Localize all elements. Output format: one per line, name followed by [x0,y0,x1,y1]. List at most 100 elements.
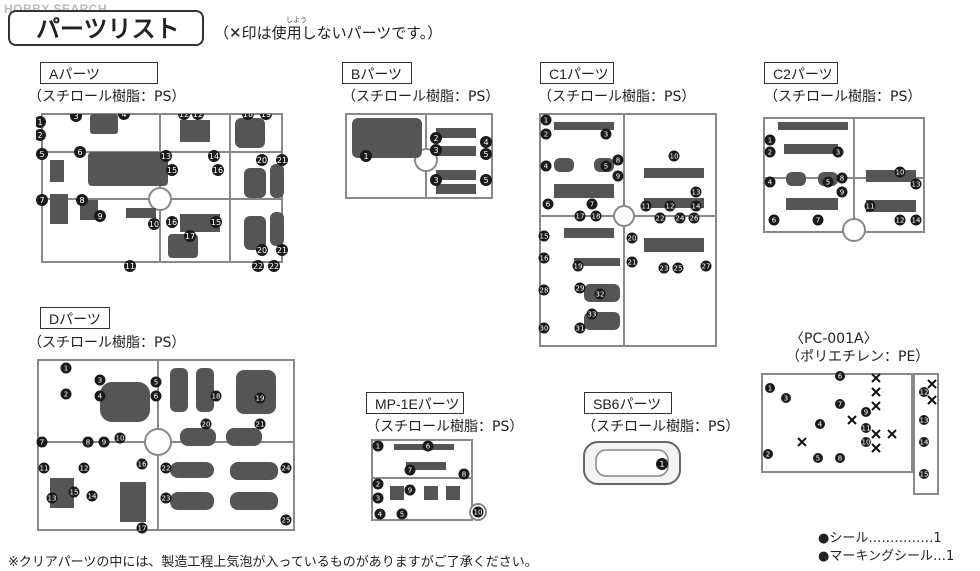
marker-b-2-label: 2 [433,134,438,143]
marker-b-5: 5 [480,148,492,160]
marker-c2-12-label: 12 [896,217,905,225]
marker-a-12-label: 12 [179,114,189,119]
marker-c2-10-label: 10 [896,169,905,177]
marker-mp-6: 6 [422,440,434,452]
marker-b-5-label: 5 [483,150,488,159]
marker-pc-15: 15 [919,469,929,479]
marker-mp-7-label: 7 [408,467,412,475]
marker-c1-21-label: 21 [628,259,637,267]
marker-c1-4: 4 [540,160,552,172]
marker-pc-7: 7 [835,399,845,409]
marker-mp-10: 10 [472,506,484,518]
marker-c2-4-label: 4 [768,179,773,187]
marker-d-4-label: 4 [98,393,103,401]
marker-c1-20-label: 20 [628,235,637,243]
marker-c1-9: 9 [612,170,624,182]
marker-pc-12-label: 12 [920,389,929,397]
marker-c1-25-label: 25 [674,265,683,273]
runner-c1: 1 2 3 4 5 6 7 8 9 10 11 12 13 14 15 16 1… [538,113,717,347]
marker-pc-5-label: 5 [816,455,820,463]
marker-a-6-label: 6 [77,148,82,157]
marker-a-5: 5 [36,148,48,160]
marker-c2-5: 5 [822,176,834,188]
unused-cross-marks [797,373,937,453]
marker-c1-16-label: 16 [540,255,549,263]
marker-c2-8: 8 [836,172,848,184]
material-b: （スチロール樹脂：PS） [342,89,500,105]
marker-d-17-label: 17 [138,525,147,533]
marker-c2-3-label: 3 [836,149,840,157]
marker-d-9-label: 9 [102,439,106,447]
marker-c2-5-label: 5 [826,179,830,187]
marker-c2-9-label: 9 [840,189,844,197]
marker-d-20: 20 [200,418,212,430]
marker-a-20b: 20 [256,244,268,256]
marker-c1-24-label: 24 [676,215,685,223]
marker-c1-21: 21 [626,256,638,268]
material-c2: （スチロール樹脂：PS） [764,89,922,105]
marker-c2-6: 6 [768,214,780,226]
marker-c1-12: 12 [664,200,676,212]
marker-c1-5: 5 [600,160,612,172]
marker-d-2-label: 2 [64,391,68,399]
marker-c2-12: 12 [894,214,906,226]
marker-mp-8: 8 [458,468,470,480]
marker-mp-2: 2 [372,478,384,490]
marker-c2-7-label: 7 [816,217,820,225]
marker-d-5: 5 [150,376,162,388]
marker-a-6: 6 [74,146,86,158]
marker-c1-24: 24 [674,212,686,224]
marker-mp-9: 9 [404,484,416,496]
runner-c2: 1 2 3 4 5 6 7 8 9 10 11 12 13 14 [763,117,925,242]
marker-d-13: 13 [46,492,58,504]
marker-a-18: 18 [242,108,254,120]
marker-c1-25: 25 [672,262,684,274]
marker-c1-2: 2 [540,128,552,140]
marker-b-3b-label: 3 [433,176,438,185]
marker-a-4-label: 4 [121,114,126,119]
marker-a-15b: 15 [210,216,222,228]
marker-c2-2: 2 [764,146,776,158]
marker-d-21-label: 21 [256,421,265,429]
marker-c1-30: 30 [538,322,550,334]
marker-d-22: 22 [160,462,172,474]
marker-a-1: 1 [34,116,46,128]
label-c2-parts: C2パーツ [764,62,838,84]
marker-mp-3-label: 3 [376,495,380,503]
marker-c1-20: 20 [626,232,638,244]
marker-a-21b: 21 [276,244,288,256]
marker-b-3b: 3 [430,174,442,186]
marker-c2-2-label: 2 [768,149,772,157]
marker-a-9-label: 9 [97,212,102,221]
marker-a-16-label: 16 [213,166,223,175]
marker-a-10-label: 10 [149,220,159,229]
marker-pc-12: 12 [919,387,929,397]
marker-c1-3-label: 3 [604,131,608,139]
marker-c1-15-label: 15 [540,233,549,241]
marker-c1-7-label: 7 [590,201,594,209]
marker-pc-14-label: 14 [920,439,929,447]
marker-d-15-label: 15 [70,489,79,497]
marker-c2-1: 1 [764,134,776,146]
marker-b-1: 1 [360,150,372,162]
marker-c1-10-label: 10 [670,153,679,161]
marker-a-12: 12 [178,108,190,120]
marker-pc-10: 10 [861,437,871,447]
legend-seal: ●シール……………1 [818,531,942,546]
marker-d-13-label: 13 [48,495,57,503]
marker-d-18: 18 [210,390,222,402]
marker-mp-1-label: 1 [376,443,380,451]
marker-b-1-label: 1 [363,152,368,161]
marker-a-12b-label: 12 [193,114,203,119]
marker-d-6-label: 6 [154,393,159,401]
marker-c2-13-label: 13 [912,181,921,189]
marker-a-3-label: 3 [73,114,78,121]
marker-pc-14: 14 [919,437,929,447]
marker-pc-9: 9 [861,407,871,417]
marker-mp-5-label: 5 [400,511,404,519]
marker-c2-11-label: 11 [866,203,875,211]
marker-pc-6: 6 [835,371,845,381]
marker-d-25-label: 25 [282,517,291,525]
marker-c1-13-label: 13 [692,189,701,197]
marker-c2-14-label: 14 [912,217,921,225]
